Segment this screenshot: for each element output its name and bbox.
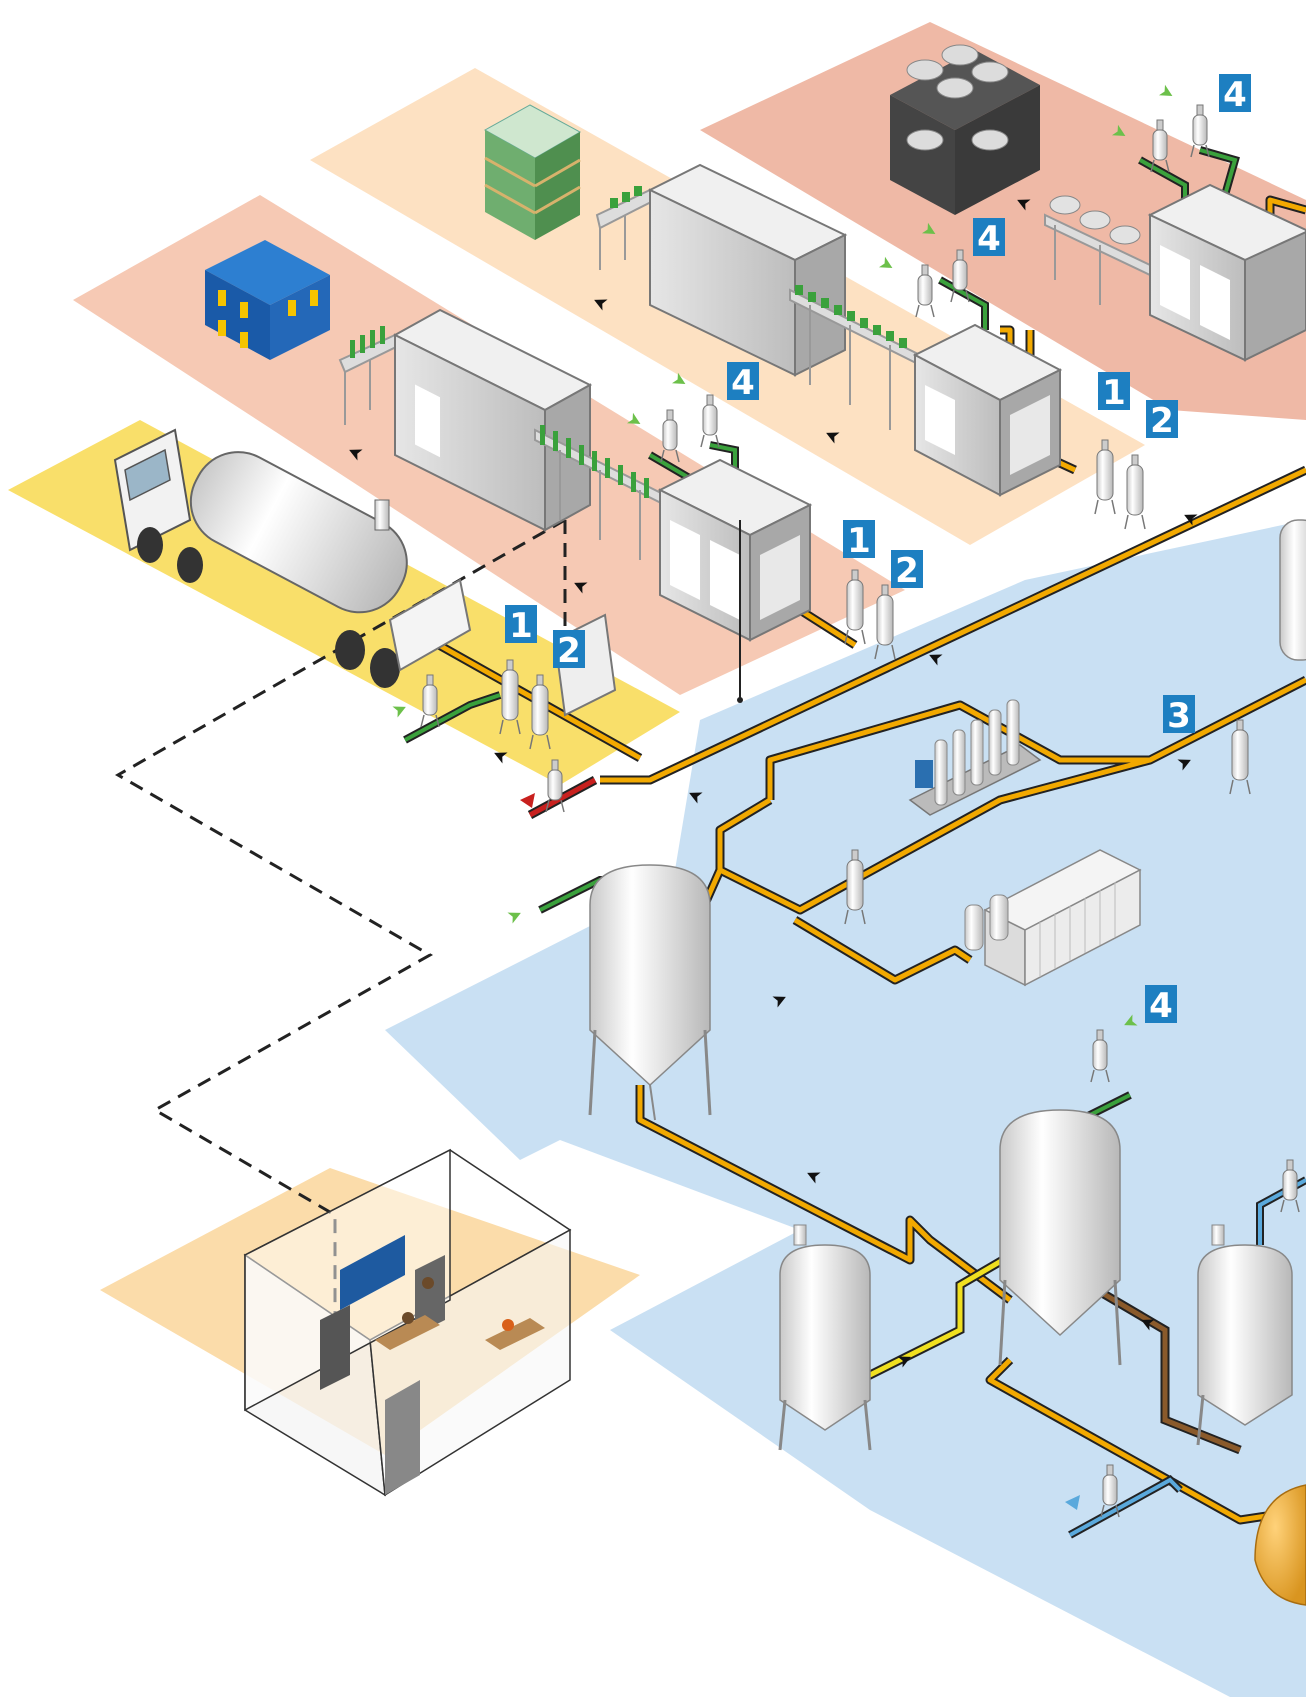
can-filler-machine: [912, 323, 1063, 497]
can-pallet-icon: [483, 104, 582, 240]
operator: [502, 1319, 514, 1331]
keg-conveyor: [1044, 195, 1151, 305]
badge-1-tanker: 1: [505, 605, 537, 646]
svg-text:1: 1: [847, 521, 871, 561]
operator: [402, 1312, 414, 1324]
control-room-icon: [243, 1148, 572, 1497]
filter-press-icon: [964, 849, 1142, 987]
number-badges: 1 2 1 2 4 1 2 4: [505, 74, 1251, 1026]
filter-housing-icon: [700, 394, 720, 448]
svg-text:2: 2: [557, 631, 581, 671]
flow-arrow-icon: [392, 701, 409, 718]
flow-arrow-icon: [520, 793, 535, 808]
badge-2-bottle: 2: [891, 550, 923, 591]
svg-text:4: 4: [1149, 986, 1173, 1026]
svg-text:4: 4: [1223, 75, 1247, 115]
filter-housing-icon: [1190, 104, 1210, 158]
kegging-line: [890, 44, 1306, 362]
bottle-filler-machine: [657, 458, 813, 642]
flow-arrow-icon: [1159, 84, 1176, 102]
server-rack: [320, 1305, 350, 1390]
flow-arrow-icon: [1065, 1495, 1080, 1510]
tank-icon: [998, 1109, 1122, 1366]
bottling-line: [205, 240, 896, 703]
operator: [422, 1277, 434, 1289]
bottle-crate-icon: [205, 240, 330, 360]
bottle-conveyor-in: [534, 425, 666, 560]
badge-3-filtration: 3: [1163, 695, 1195, 736]
keg-filler-machine: [1147, 183, 1306, 362]
svg-text:4: 4: [977, 219, 1001, 259]
badge-4-keg: 4: [1219, 74, 1251, 115]
filter-housing-icon: [1124, 454, 1146, 530]
cabinet: [415, 1255, 445, 1335]
can-labeler-machine: [647, 163, 848, 377]
badge-1-can: 1: [1098, 372, 1130, 413]
filtration-area: [844, 519, 1306, 987]
tank-farm: [588, 864, 1306, 1606]
svg-text:4: 4: [731, 363, 755, 403]
badge-2-can: 2: [1146, 400, 1178, 441]
tank-icon: [1279, 519, 1306, 661]
badge-4-can: 4: [973, 218, 1005, 259]
filter-housing-icon: [915, 264, 935, 318]
control-display-wall: [340, 1235, 405, 1310]
door: [385, 1380, 420, 1495]
canning-line: [483, 104, 1146, 530]
badge-4-bottle: 4: [727, 362, 759, 403]
tank-icon: [1196, 1224, 1293, 1446]
svg-text:2: 2: [895, 551, 919, 591]
keg-stack-icon: [890, 44, 1040, 215]
tanker-truck-icon: [113, 428, 472, 688]
tank-icon: [778, 1224, 872, 1451]
flow-arrow-icon: [879, 256, 896, 274]
svg-text:1: 1: [509, 606, 533, 646]
flow-arrows: [346, 84, 1198, 1510]
labeler-machine: [392, 308, 593, 532]
badge-2-tanker: 2: [553, 630, 585, 671]
desk: [375, 1315, 440, 1350]
flow-arrow-icon: [507, 907, 524, 924]
svg-text:1: 1: [1102, 373, 1126, 413]
desk: [485, 1318, 545, 1350]
svg-text:2: 2: [1150, 401, 1174, 441]
badge-4-fermenter: 4: [1145, 985, 1177, 1026]
cartridge-bank-icon: [908, 699, 1042, 816]
badge-1-bottle: 1: [843, 520, 875, 561]
svg-text:3: 3: [1167, 696, 1191, 736]
tank-icon: [588, 864, 712, 1121]
